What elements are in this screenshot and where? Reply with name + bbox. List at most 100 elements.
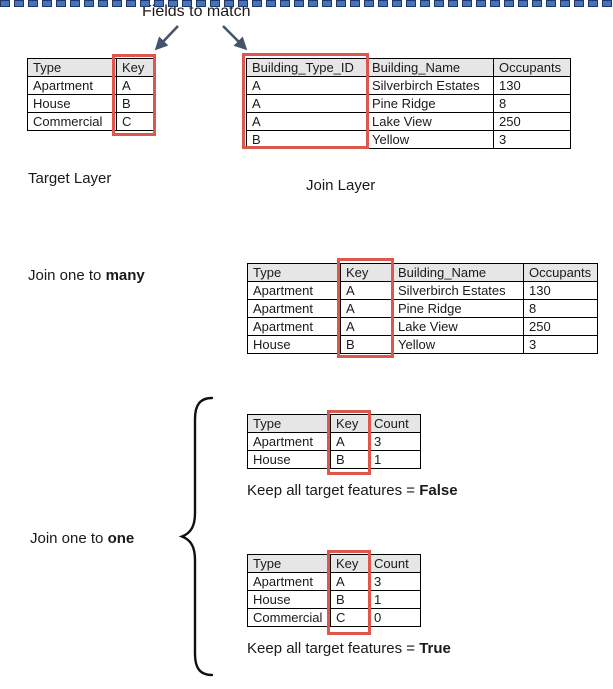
divider-dash	[448, 0, 458, 7]
table-cell: Lake View	[392, 317, 524, 336]
column-header: Key	[116, 58, 154, 77]
divider-dash	[364, 0, 374, 7]
table-cell: 8	[523, 299, 598, 318]
divider-dash	[336, 0, 346, 7]
keep-true-caption: Keep all target features = True	[247, 640, 451, 657]
join-one-to-many-label-bold: many	[105, 267, 145, 284]
divider-dash	[266, 0, 276, 7]
column-header: Key	[330, 554, 369, 573]
join-one-to-one-label-text: Join one to	[30, 530, 108, 547]
divider-dash	[98, 0, 108, 7]
table-cell: 1	[368, 590, 421, 609]
divider-dash	[112, 0, 122, 7]
table-cell: House	[247, 335, 341, 354]
table-cell: 8	[493, 94, 571, 113]
divider-dash	[154, 0, 164, 7]
table-cell: B	[330, 450, 369, 469]
table-cell: Apartment	[27, 76, 117, 95]
join-one-to-many-label-text: Join one to	[28, 267, 106, 284]
table-cell: 250	[493, 112, 571, 131]
table-cell: House	[27, 94, 117, 113]
table-cell: B	[116, 94, 154, 113]
join-one-to-one-label: Join one to one	[30, 530, 134, 547]
column-header: Occupants	[493, 58, 571, 77]
table-cell: Apartment	[247, 432, 331, 451]
table-cell: 3	[368, 432, 421, 451]
divider-dash	[308, 0, 318, 7]
table-cell: Apartment	[247, 572, 331, 591]
divider-dash	[406, 0, 416, 7]
table-cell: A	[246, 94, 367, 113]
divider-dash	[518, 0, 528, 7]
table-cell: A	[340, 281, 393, 300]
divider-dash	[210, 0, 220, 7]
column-header: Key	[330, 414, 369, 433]
table-cell: Apartment	[247, 317, 341, 336]
divider-dash	[28, 0, 38, 7]
table-cell: 130	[493, 76, 571, 95]
divider-dash	[168, 0, 178, 7]
table-cell: Pine Ridge	[366, 94, 494, 113]
table-cell: Silverbirch Estates	[392, 281, 524, 300]
curly-brace-icon	[178, 396, 214, 677]
divider-dash	[14, 0, 24, 7]
keep-true-caption-bold: True	[419, 640, 451, 657]
keep-true-caption-text: Keep all target features =	[247, 640, 420, 657]
table-cell: 250	[523, 317, 598, 336]
divider-dash	[196, 0, 206, 7]
join-one-to-many-label: Join one to many	[28, 267, 145, 284]
table-cell: 130	[523, 281, 598, 300]
divider-dash	[546, 0, 556, 7]
table-cell: Apartment	[247, 299, 341, 318]
table-cell: A	[340, 317, 393, 336]
divider-dash	[294, 0, 304, 7]
keep-false-caption-bold: False	[419, 482, 458, 499]
table-cell: A	[246, 76, 367, 95]
column-header: Count	[368, 414, 421, 433]
table-cell: House	[247, 450, 331, 469]
table-cell: Silverbirch Estates	[366, 76, 494, 95]
table-cell: Lake View	[366, 112, 494, 131]
divider-dash	[140, 0, 150, 7]
divider-dash	[126, 0, 136, 7]
divider-dash	[462, 0, 472, 7]
table-cell: Pine Ridge	[392, 299, 524, 318]
table-cell: A	[330, 572, 369, 591]
divider-dash	[532, 0, 542, 7]
join-one-to-one-label-bold: one	[107, 530, 135, 547]
divider-dash	[490, 0, 500, 7]
table-cell: B	[246, 130, 367, 149]
target-layer-label: Target Layer	[28, 170, 112, 187]
table-cell: 0	[368, 608, 421, 627]
column-header: Count	[368, 554, 421, 573]
divider-dash	[392, 0, 402, 7]
table-cell: B	[330, 590, 369, 609]
column-header: Building_Name	[366, 58, 494, 77]
divider-dash	[434, 0, 444, 7]
divider-dash	[504, 0, 514, 7]
divider-dash	[182, 0, 192, 7]
divider-dash	[0, 0, 10, 7]
table-cell: A	[330, 432, 369, 451]
divider-dash	[378, 0, 388, 7]
table-cell: C	[330, 608, 369, 627]
column-header: Type	[247, 554, 331, 573]
divider-dash	[70, 0, 80, 7]
